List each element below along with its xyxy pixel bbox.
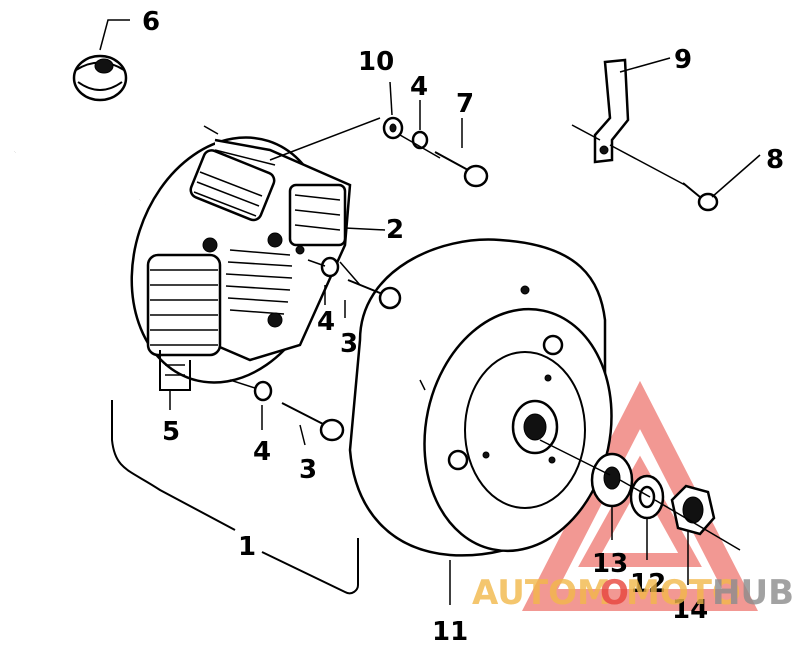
watermark-moto: MOTO bbox=[626, 573, 741, 613]
screw-part-7 bbox=[434, 151, 489, 188]
washer-part-10 bbox=[382, 116, 404, 140]
stator-assembly bbox=[130, 136, 352, 391]
washer-part-13 bbox=[590, 452, 634, 508]
label-part-3-low: 3 bbox=[299, 455, 317, 485]
watermark-auto: AUTOM bbox=[472, 573, 611, 613]
screw-part-8 bbox=[682, 182, 719, 212]
screw-part-3-low bbox=[281, 402, 345, 442]
lockwasher-part-4-low bbox=[253, 380, 273, 402]
label-part-12: 12 bbox=[630, 569, 666, 599]
leader-lines bbox=[99, 19, 761, 605]
label-part-4-mid: 4 bbox=[317, 307, 335, 337]
watermark-o: O bbox=[600, 573, 629, 613]
screw-part-3-mid bbox=[347, 279, 402, 310]
nut-part-14 bbox=[670, 484, 716, 536]
label-part-10: 10 bbox=[358, 47, 394, 77]
label-part-5: 5 bbox=[162, 417, 180, 447]
wire-lead bbox=[14, 149, 141, 208]
label-part-13: 13 bbox=[592, 549, 628, 579]
label-part-14: 14 bbox=[672, 595, 708, 625]
label-part-1: 1 bbox=[238, 532, 256, 562]
bracket-part-9 bbox=[593, 58, 630, 164]
label-part-4-top: 4 bbox=[410, 72, 428, 102]
watermark-hub: HUB bbox=[712, 573, 794, 613]
label-part-8: 8 bbox=[766, 145, 784, 175]
watermark-text: AUTOM O MOTO HUB bbox=[472, 573, 794, 613]
lockwasher-part-4-mid bbox=[320, 256, 340, 278]
label-part-4-low: 4 bbox=[253, 437, 271, 467]
lockwasher-part-4-top bbox=[411, 130, 429, 150]
label-part-9: 9 bbox=[674, 45, 692, 75]
grommet-part-6 bbox=[72, 54, 128, 102]
flywheel-part-11 bbox=[348, 238, 613, 557]
label-part-6: 6 bbox=[142, 7, 160, 37]
assembly-bracket-part-1 bbox=[111, 400, 359, 595]
label-part-11: 11 bbox=[432, 617, 468, 647]
label-part-7: 7 bbox=[456, 89, 474, 119]
lockwasher-part-12 bbox=[629, 474, 665, 520]
label-part-3-mid: 3 bbox=[340, 329, 358, 359]
label-part-2: 2 bbox=[386, 215, 404, 245]
